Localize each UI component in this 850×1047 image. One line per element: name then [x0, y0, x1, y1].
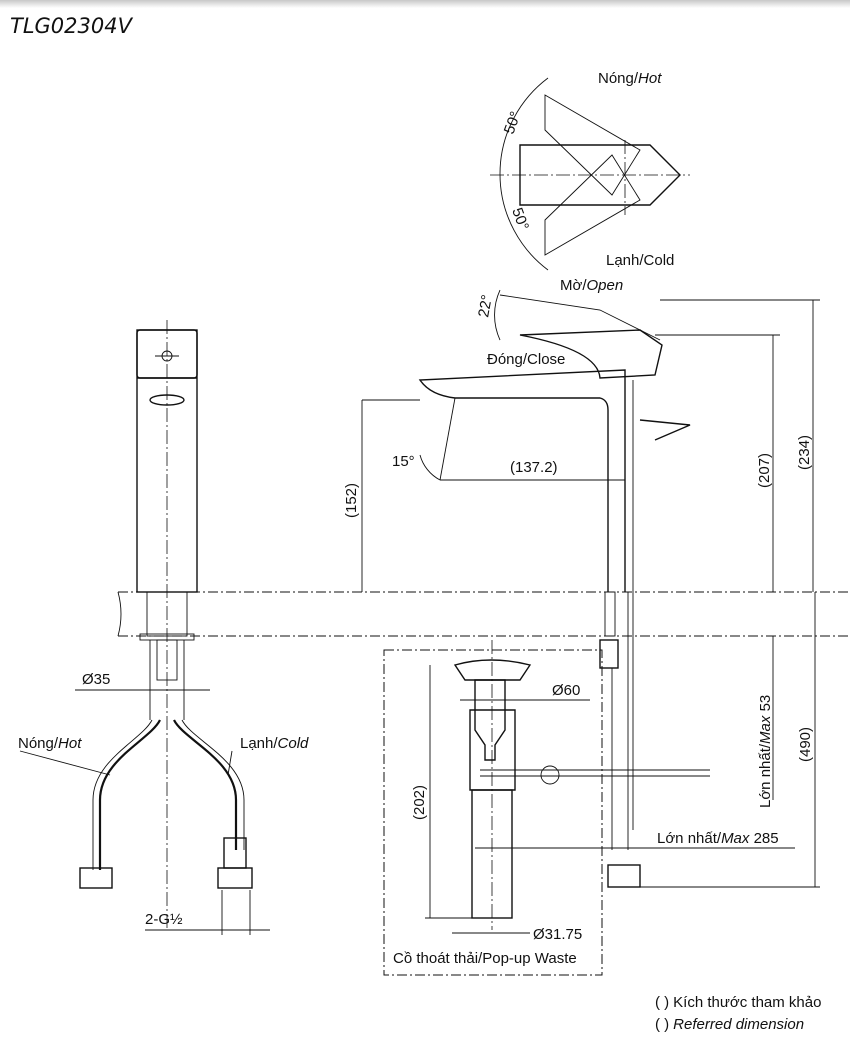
svg-text:Nóng/Hot: Nóng/Hot [598, 70, 662, 87]
svg-text:Nóng/Hot: Nóng/Hot [18, 735, 82, 752]
cold-angle-label: 50° [508, 206, 532, 233]
total-height-label: (234) [796, 435, 813, 470]
svg-text:Lớn nhất/Max 53: Lớn nhất/Max 53 [757, 695, 774, 808]
front-diameter-label: Ø35 [82, 671, 110, 688]
model-title: TLG02304V [10, 14, 132, 38]
handle-height-label: (207) [756, 453, 773, 488]
svg-text:Mờ/Open: Mờ/Open [560, 277, 623, 294]
front-cold-label: Lạnh/ [240, 735, 278, 752]
hot-angle-label: 50° [501, 109, 525, 136]
waste-label: Cồ thoát thải/Pop-up Waste [393, 950, 577, 967]
side-view-faucet: Mờ/Open Đóng/Close 22° 15° (137.2) (152)… [343, 277, 820, 888]
max-reach-en: Max [721, 830, 750, 847]
front-cold-en: Cold [278, 735, 310, 752]
thread-label: 2-G½ [145, 911, 183, 928]
legend: ( ) Kích thước tham khảo ( ) Referred dime… [655, 994, 821, 1033]
spout-height-label: (152) [343, 483, 360, 518]
lever-angle-label: 22° [475, 293, 496, 318]
top-cold-label: Lạnh/Cold [606, 252, 674, 269]
top-hot-en: Hot [638, 70, 662, 87]
legend-paren-2: ( ) [655, 1016, 669, 1033]
max-reach-value: 285 [749, 830, 778, 847]
legend-vi: Kích thước tham khảo [673, 994, 821, 1011]
max-thickness-en: Max [757, 715, 774, 744]
front-hot-label: Nóng/ [18, 735, 59, 752]
legend-en: Referred dimension [673, 1016, 804, 1033]
popup-waste: Ø60 (202) Ø31.75 Cồ thoát thải/Pop-up Wa… [383, 640, 603, 976]
top-view-handle: Nóng/Hot Lạnh/Cold 50° 50° [490, 70, 690, 271]
waste-height-label: (202) [411, 785, 428, 820]
window-top-shadow [0, 0, 850, 8]
max-reach-label: Lớn nhất/ [657, 830, 722, 847]
max-thickness-label: Lớn nhất/ [757, 743, 774, 808]
open-en: Open [587, 277, 624, 294]
waste-top-diameter: Ø60 [552, 682, 580, 699]
close-label: Đóng/Close [487, 351, 565, 368]
open-label: Mờ/ [560, 277, 587, 294]
waste-bottom-diameter: Ø31.75 [533, 926, 582, 943]
hose-length-label: (490) [797, 727, 814, 762]
legend-paren: ( ) [655, 994, 669, 1011]
front-view-faucet: Ø35 Nóng/Hot Lạnh/Cold 2-G½ [18, 320, 309, 935]
svg-text:( )Kích thước tham khảo: ( ) Kích thước tham khảo [655, 994, 821, 1011]
svg-text:Lạnh/Cold: Lạnh/Cold [240, 735, 309, 752]
svg-text:( )Referred dimension: ( ) Referred dimension [655, 1016, 804, 1033]
max-thickness-value: 53 [757, 695, 774, 716]
spout-reach-label: (137.2) [510, 459, 558, 476]
front-hot-en: Hot [58, 735, 82, 752]
spout-angle-label: 15° [392, 453, 415, 470]
countertop [117, 591, 850, 637]
top-hot-label: Nóng/ [598, 70, 639, 87]
svg-text:Lớn nhất/Max 285: Lớn nhất/Max 285 [657, 830, 779, 847]
